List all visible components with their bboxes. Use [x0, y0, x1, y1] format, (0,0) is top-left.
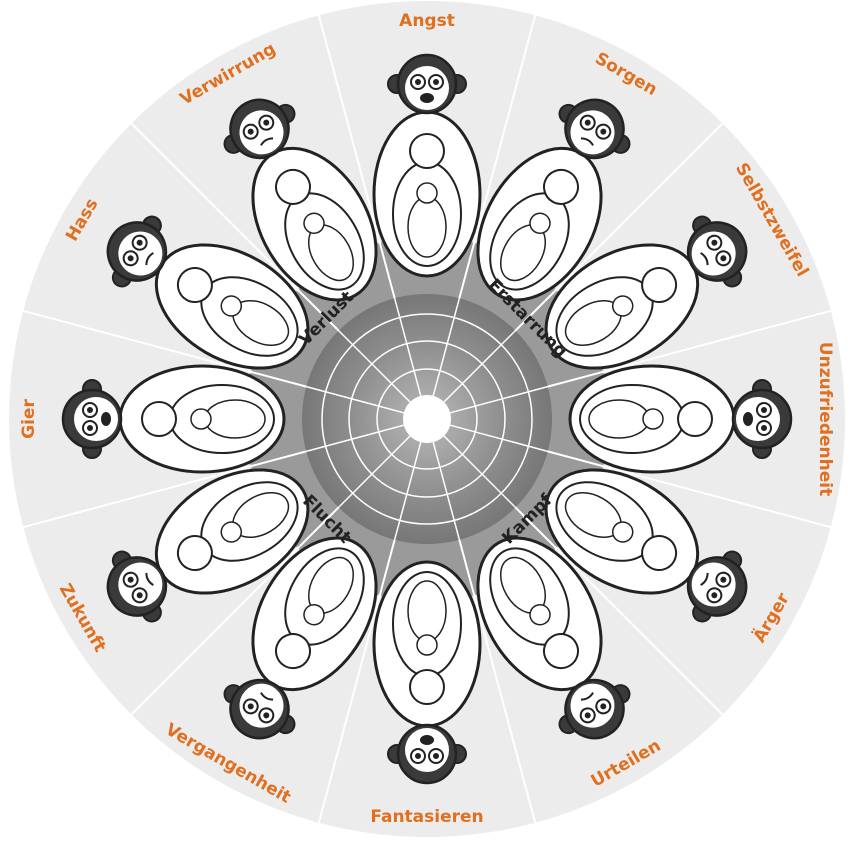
pupil-icon [87, 407, 93, 413]
monkey-figure [374, 562, 480, 783]
face-icon [405, 728, 449, 772]
pupil-icon [433, 753, 439, 759]
small-head-icon [142, 402, 176, 436]
face-icon [74, 397, 118, 441]
pupil-icon [761, 425, 767, 431]
tiny-head-icon [417, 183, 437, 203]
pupil-icon [87, 425, 93, 431]
emotion-label: Gier [19, 399, 39, 439]
emotion-label: Angst [399, 11, 455, 31]
pupil-icon [433, 79, 439, 85]
small-head-icon [678, 402, 712, 436]
center-hub [403, 395, 451, 443]
pupil-icon [415, 753, 421, 759]
inner-oval [393, 572, 461, 676]
mouth-icon [420, 735, 434, 745]
monkey-figure [63, 366, 284, 472]
inner-oval [393, 162, 461, 266]
inner-oval [170, 385, 274, 453]
mouth-icon [420, 93, 434, 103]
emotion-label: Unzufriedenheit [815, 342, 835, 496]
tiny-head-icon [191, 409, 211, 429]
monkey-figure [374, 55, 480, 276]
emotion-label: Fantasieren [370, 807, 483, 827]
tiny-head-icon [417, 635, 437, 655]
pupil-icon [761, 407, 767, 413]
mouth-icon [101, 412, 111, 426]
small-head-icon [410, 134, 444, 168]
tiny-head-icon [643, 409, 663, 429]
inner-oval [580, 385, 684, 453]
pupil-icon [415, 79, 421, 85]
mouth-icon [743, 412, 753, 426]
face-icon [405, 66, 449, 110]
face-icon [736, 397, 780, 441]
monkey-figure [570, 366, 791, 472]
small-head-icon [410, 670, 444, 704]
